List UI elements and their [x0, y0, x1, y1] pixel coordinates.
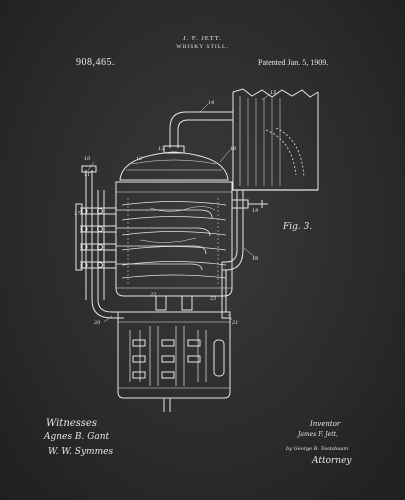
- numeral-19: 19: [252, 208, 259, 214]
- inventor-signature: James F. Jett,: [298, 431, 338, 438]
- patent-date: Patented Jan. 5, 1909.: [258, 58, 329, 67]
- witnesses-label: Witnesses: [46, 418, 97, 429]
- witness-1-signature: Agnes B. Gant: [44, 432, 110, 442]
- return-pipe: [222, 190, 268, 271]
- patent-number: 908,465.: [76, 57, 115, 68]
- numeral-20: 20: [93, 320, 101, 326]
- numeral-16: 16: [230, 146, 237, 152]
- numeral-12: 12: [136, 156, 142, 162]
- numeral-18: 18: [252, 256, 258, 262]
- still-dome: [119, 145, 229, 181]
- vapour-pipe: [169, 111, 233, 148]
- reference-numerals: 10 11 12 13 14 15 16 17 18 19 20 21 22 2…: [74, 90, 276, 326]
- attorney-label: Attorney: [312, 456, 352, 466]
- left-manifold: [75, 165, 116, 300]
- numeral-14: 14: [208, 100, 214, 106]
- inventor-label: Inventor: [310, 420, 341, 428]
- witness-2-signature: W. W. Symmes: [48, 447, 114, 457]
- numeral-10: 10: [84, 156, 91, 162]
- numeral-23: 23: [209, 296, 216, 302]
- numeral-15: 15: [270, 90, 276, 96]
- numeral-11: 11: [84, 172, 90, 178]
- numeral-13: 13: [158, 146, 164, 152]
- figure-label: Fig. 3.: [283, 222, 313, 232]
- upper-vessel: [115, 181, 233, 297]
- connecting-pipes: [91, 262, 230, 319]
- numeral-17: 17: [74, 211, 81, 217]
- leader-lines: [87, 93, 271, 323]
- internal-tubes: [116, 209, 213, 271]
- numeral-22: 22: [149, 292, 156, 298]
- invention-title: WHISKY STILL.: [176, 44, 229, 50]
- condenser-tank: [232, 88, 319, 191]
- inventor-name-heading: J. F. JETT.: [183, 35, 222, 42]
- attorney-signature: by George B. Tootsbaum: [286, 446, 349, 452]
- numeral-21: 21: [231, 320, 238, 326]
- lower-vessel: [117, 311, 231, 412]
